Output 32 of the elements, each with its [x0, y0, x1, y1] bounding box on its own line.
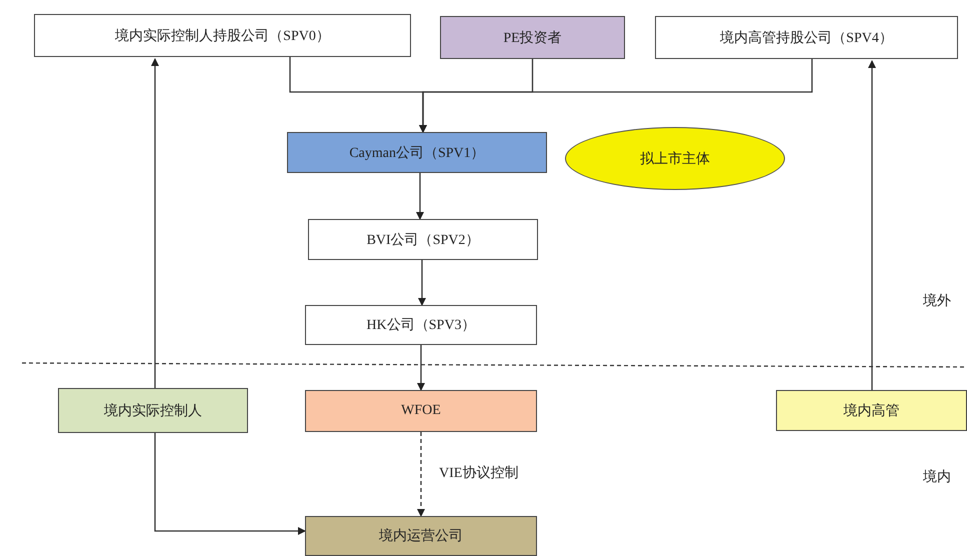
- arrow: [416, 173, 424, 220]
- arrow: [868, 60, 876, 390]
- node-label: 境内高管: [844, 402, 900, 420]
- company-box: [287, 132, 547, 173]
- node-label: Cayman公司（SPV1）: [349, 144, 485, 162]
- company-box: [655, 16, 958, 59]
- node-label: PE投资者: [503, 30, 562, 46]
- company-box: [305, 390, 537, 432]
- arrow: [154, 433, 306, 535]
- company-box: [34, 14, 411, 57]
- dashed-arrow: [417, 432, 425, 517]
- company-box: [776, 390, 967, 431]
- company-box: [305, 516, 537, 556]
- region-label: 境内: [923, 468, 951, 486]
- company-box: [58, 388, 248, 433]
- node-label: HK公司（SPV3）: [366, 316, 476, 334]
- node-label: WFOE: [401, 403, 441, 419]
- arrow: [417, 345, 425, 391]
- company-box: [308, 219, 538, 260]
- node-label: 境内实际控制人持股公司（SPV0）: [115, 27, 330, 44]
- arrow: [419, 59, 813, 133]
- node-label: 境内运营公司: [379, 527, 463, 545]
- node-label: 拟上市主体: [640, 150, 710, 168]
- node-label: BVI公司（SPV2）: [366, 232, 480, 248]
- arrow: [151, 58, 159, 388]
- edge-label: VIE协议控制: [439, 464, 518, 482]
- company-box: [305, 305, 537, 345]
- node-label: 境内实际控制人: [104, 402, 202, 420]
- node-label: 境内高管持股公司（SPV4）: [720, 29, 893, 46]
- company-box: [440, 16, 625, 59]
- region-label: 境外: [923, 292, 951, 310]
- arrow: [418, 260, 426, 306]
